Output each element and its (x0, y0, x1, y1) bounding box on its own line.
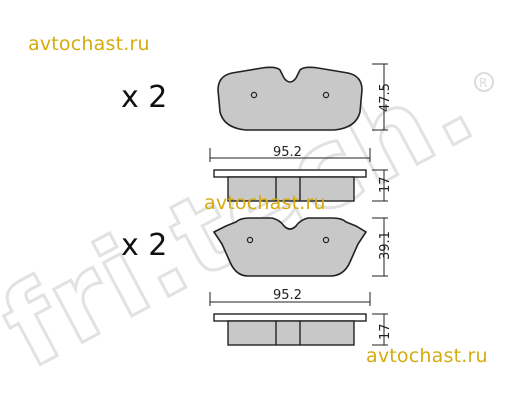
registered-mark-icon: R (474, 72, 494, 92)
bottom-height-dimension (372, 217, 388, 277)
svg-text:R: R (479, 76, 487, 90)
watermark-top: avtochast.ru (28, 33, 150, 55)
bottom-height-label: 39.1 (378, 231, 393, 260)
top-width-label: 95.2 (273, 145, 302, 160)
quantity-top: x 2 (121, 80, 168, 115)
watermark-bottom: avtochast.ru (366, 345, 488, 367)
bottom-pad-front (212, 217, 368, 277)
top-height-dimension (372, 63, 388, 131)
top-height-label: 47.5 (378, 83, 393, 112)
top-width-dimension (209, 148, 371, 162)
bottom-width-label: 95.2 (273, 288, 302, 303)
bottom-width-dimension (209, 292, 371, 306)
quantity-bottom: x 2 (121, 228, 168, 263)
bottom-thickness-label: 17 (378, 323, 393, 340)
watermark-middle: avtochast.ru (204, 192, 326, 214)
top-thickness-label: 17 (378, 176, 393, 193)
bottom-pad-side (213, 313, 367, 346)
top-pad-side (213, 169, 367, 202)
top-thickness-dimension (372, 169, 388, 202)
bottom-thickness-dimension (372, 313, 388, 346)
top-pad-front (217, 66, 363, 131)
